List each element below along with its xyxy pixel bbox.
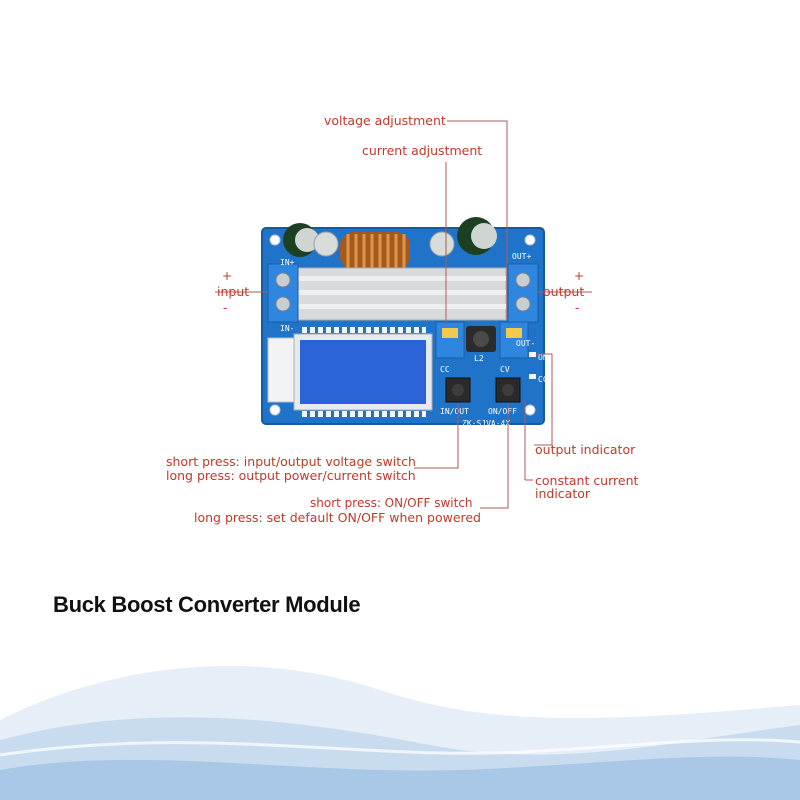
silk-out-minus: OUT-	[516, 339, 535, 348]
label-in-out-long: long press: output power/current switch	[166, 468, 416, 483]
mount-hole-bl	[269, 404, 281, 416]
voltage-potentiometer	[499, 321, 529, 359]
mount-hole-tl	[269, 234, 281, 246]
label-output-indicator: output indicator	[535, 442, 636, 457]
silk-cc: CC	[440, 365, 450, 374]
label-on-off-long: long press: set default ON/OFF when powe…	[194, 510, 481, 525]
leader-lines	[215, 120, 592, 509]
small-inductor	[466, 326, 496, 352]
inductor-coil	[340, 232, 410, 270]
output-terminal-block	[507, 263, 539, 323]
on-off-button[interactable]	[495, 377, 521, 403]
label-on-off-short: short press: ON/OFF switch	[310, 496, 473, 510]
silk-in-out: IN/OUT	[440, 407, 469, 416]
silk-in-plus: IN+	[280, 258, 295, 267]
capacitor-left	[283, 223, 339, 257]
constant-current-led	[529, 374, 536, 379]
mount-hole-br	[524, 404, 536, 416]
silk-l2: L2	[474, 354, 484, 363]
label-output-plus: +	[574, 269, 584, 283]
silk-in-minus: IN-	[280, 324, 294, 333]
label-output: output	[543, 284, 584, 299]
label-voltage-adjustment: voltage adjustment	[324, 113, 446, 128]
label-constant-current-1: constant current	[535, 473, 639, 488]
silk-out-plus: OUT+	[512, 252, 531, 261]
label-input-minus: -	[223, 301, 227, 315]
label-current-adjustment: current adjustment	[362, 143, 482, 158]
leader-output-indicator	[534, 353, 553, 446]
wave-front	[0, 756, 800, 800]
leader-on-off-button	[480, 404, 509, 509]
label-input: input	[217, 284, 249, 299]
output-led	[529, 352, 536, 357]
pcb-board: IN+ IN- OUT+ OUT- CC CV L2 IN/OUT ON/OFF…	[261, 217, 548, 428]
leader-voltage-adjustment	[447, 120, 508, 320]
lcd-display	[267, 327, 433, 417]
silk-on-off: ON/OFF	[488, 407, 517, 416]
in-out-button[interactable]	[445, 377, 471, 403]
page-title: Buck Boost Converter Module	[53, 592, 361, 617]
silk-led-on: ON	[538, 353, 548, 362]
silk-led-cc: CC	[538, 375, 548, 384]
label-constant-current-2: indicator	[535, 486, 591, 501]
label-output-minus: -	[575, 301, 579, 315]
background-waves	[0, 666, 800, 800]
silk-cv: CV	[500, 365, 510, 374]
label-input-plus: +	[222, 269, 232, 283]
label-in-out-short: short press: input/output voltage switch	[166, 454, 416, 469]
mount-hole-tr	[524, 234, 536, 246]
leader-in-out-button	[414, 404, 459, 469]
leader-constant-current	[524, 400, 533, 481]
wave-highlight	[0, 738, 800, 757]
input-terminal-block	[267, 263, 299, 323]
capacitor-right	[429, 217, 497, 257]
silk-model: ZK-SJVA-4X	[462, 419, 510, 428]
heatsink	[297, 267, 507, 321]
current-potentiometer	[435, 321, 465, 359]
